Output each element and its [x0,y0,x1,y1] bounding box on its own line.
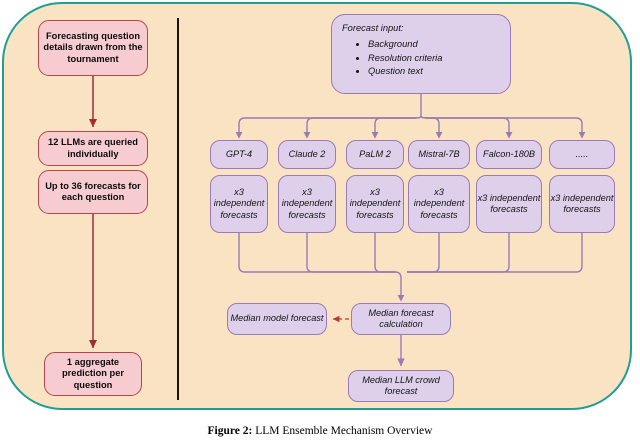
left-step-question-details-label: Forecasting question details drawn from … [43,31,143,64]
left-step-question-details: Forecasting question details drawn from … [38,20,148,76]
forecast-input-list: Background Resolution criteria Question … [342,38,500,78]
model-name-mistral-7b: Mistral-7B [418,148,460,159]
forecast-input-item-question: Question text [368,65,500,78]
median-llm-crowd-forecast-box: Median LLM crowd forecast [348,370,454,402]
forecasts-box-claude-2: x3 independent forecasts [278,175,336,233]
figure-caption-label: Figure 2: [207,425,253,437]
vertical-divider [177,18,179,400]
model-name-more-models: ..... [575,148,589,159]
model-name-palm-2: PaLM 2 [359,148,391,159]
forecast-input-box: Forecast input: Background Resolution cr… [331,14,511,94]
forecasts-label-more-models: x3 independent forecasts [550,192,614,214]
figure-caption-text: LLM Ensemble Mechanism Overview [252,425,433,437]
forecasts-box-more-models: x3 independent forecasts [549,175,615,233]
model-box-claude-2: Claude 2 [278,140,336,169]
forecasts-box-mistral-7b: x3 independent forecasts [408,175,470,233]
forecast-input-item-background: Background [368,38,500,51]
forecasts-label-palm-2: x3 independent forecasts [349,187,401,220]
forecasts-label-falcon-180b: x3 independent forecasts [477,192,541,214]
forecasts-label-claude-2: x3 independent forecasts [281,187,333,220]
forecasts-label-mistral-7b: x3 independent forecasts [413,187,465,220]
model-box-mistral-7b: Mistral-7B [408,140,470,169]
left-step-aggregate-prediction: 1 aggregate prediction per question [44,352,142,396]
model-box-palm-2: PaLM 2 [346,140,404,169]
model-box-gpt-4: GPT-4 [210,140,268,169]
left-step-aggregate-prediction-label: 1 aggregate prediction per question [62,357,124,390]
forecast-input-item-resolution: Resolution criteria [368,52,500,65]
forecast-input-title: Forecast input: [342,23,404,33]
model-box-falcon-180b: Falcon-180B [476,140,542,169]
model-name-falcon-180b: Falcon-180B [482,148,536,159]
forecasts-label-gpt-4: x3 independent forecasts [213,187,265,220]
left-step-forecast-count: Up to 36 forecasts for each question [38,170,148,214]
forecasts-box-gpt-4: x3 independent forecasts [210,175,268,233]
figure-caption: Figure 2: LLM Ensemble Mechanism Overvie… [0,425,640,437]
forecasts-box-falcon-180b: x3 independent forecasts [476,175,542,233]
left-step-forecast-count-label: Up to 36 forecasts for each question [45,180,141,202]
model-name-claude-2: Claude 2 [288,148,326,159]
median-forecast-calculation-label: Median forecast calculation [368,307,434,329]
median-model-forecast-label: Median model forecast [230,313,324,324]
median-llm-crowd-forecast-label: Median LLM crowd forecast [362,374,440,396]
model-box-more-models: ..... [549,140,615,169]
forecasts-box-palm-2: x3 independent forecasts [346,175,404,233]
model-name-gpt-4: GPT-4 [225,148,253,159]
median-model-forecast-box: Median model forecast [227,303,327,335]
left-step-llms-queried-label: 12 LLMs are queried individually [48,137,138,159]
median-forecast-calculation-box: Median forecast calculation [351,303,451,335]
left-step-llms-queried: 12 LLMs are queried individually [38,131,148,166]
